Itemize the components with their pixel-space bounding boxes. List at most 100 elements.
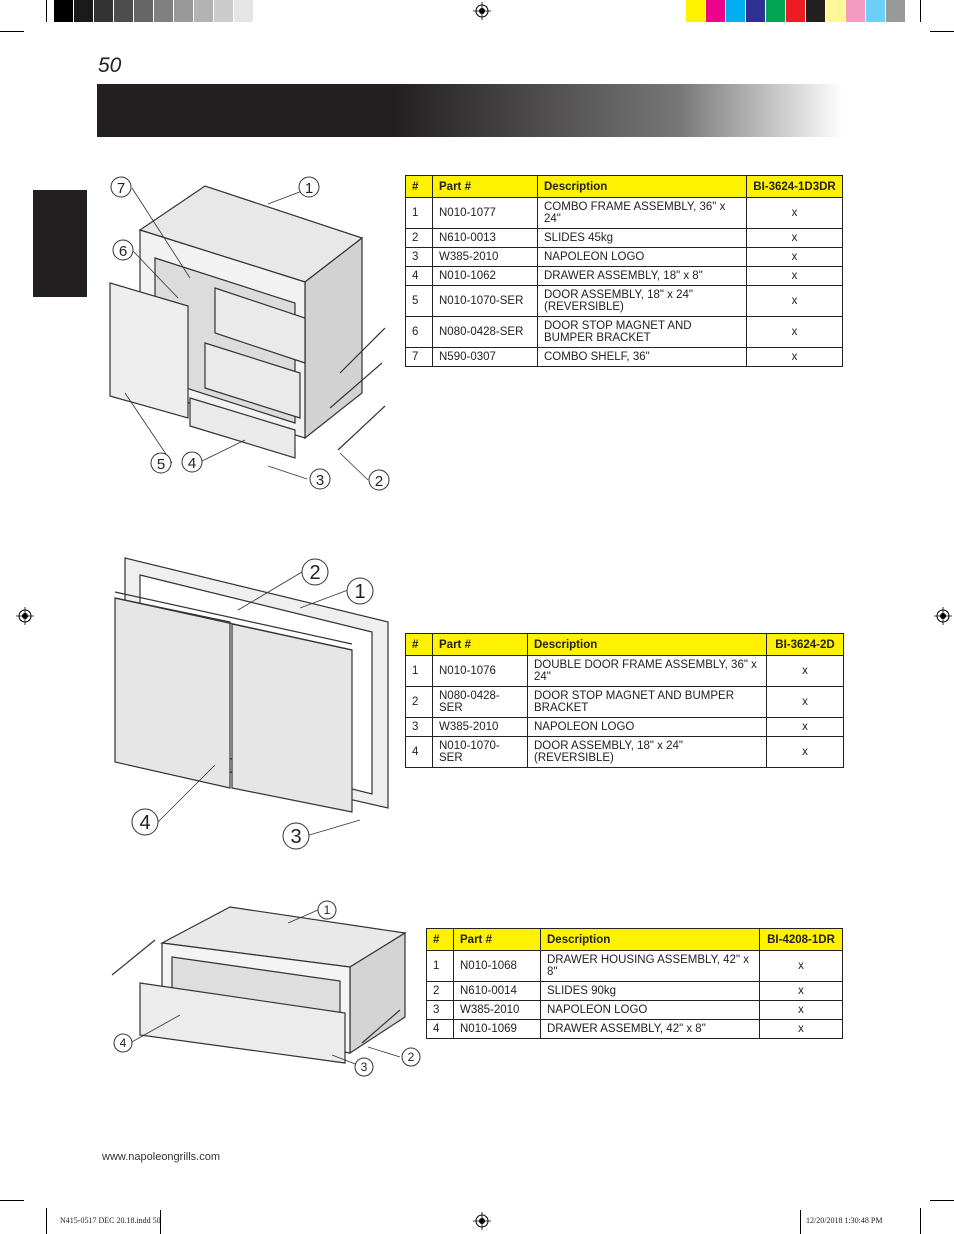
cell-num: 1	[405, 655, 433, 687]
cell-description: SLIDES 90kg	[540, 981, 760, 1001]
color-swatch	[766, 0, 786, 22]
col-header-model: BI-3624-1D3DR	[746, 175, 843, 198]
cell-num: 4	[405, 266, 433, 286]
color-swatch	[846, 0, 866, 22]
color-swatch	[746, 0, 766, 22]
col-header-num: #	[405, 633, 433, 656]
cell-part-number: W385-2010	[432, 717, 528, 737]
color-swatch	[94, 0, 114, 22]
col-header-part: Part #	[432, 633, 528, 656]
print-slug-filename: N415-0517 DEC 20.18.indd 50	[60, 1216, 161, 1225]
cell-num: 2	[405, 228, 433, 248]
cell-part-number: N080-0428-SER	[432, 316, 538, 348]
cell-included: x	[746, 247, 843, 267]
cell-description: SLIDES 45kg	[537, 228, 747, 248]
cell-description: DOOR ASSEMBLY, 18" x 24" (REVERSIBLE)	[537, 285, 747, 317]
color-swatch	[826, 0, 846, 22]
language-side-tab	[33, 190, 87, 297]
crop-mark	[160, 1210, 161, 1234]
cell-description: DOOR ASSEMBLY, 18" x 24" (REVERSIBLE)	[527, 736, 767, 768]
table-header-row: # Part # Description BI-3624-1D3DR	[405, 175, 843, 198]
cell-description: NAPOLEON LOGO	[537, 247, 747, 267]
cell-num: 2	[405, 686, 433, 718]
process-color-bar	[686, 0, 906, 22]
cell-part-number: N080-0428-SER	[432, 686, 528, 718]
combo-cabinet-exploded-diagram: 1 2 3 4 5 6 7	[109, 176, 390, 491]
registration-mark-icon	[16, 607, 34, 625]
footer-website-link[interactable]: www.napoleongrills.com	[102, 1151, 220, 1163]
cell-part-number: N010-1076	[432, 655, 528, 687]
cell-description: NAPOLEON LOGO	[527, 717, 767, 737]
color-swatch	[214, 0, 234, 22]
cell-part-number: W385-2010	[453, 1000, 541, 1020]
crop-mark	[930, 31, 954, 32]
col-header-part: Part #	[453, 928, 541, 951]
callout-label: 5	[157, 456, 165, 473]
col-header-num: #	[405, 175, 433, 198]
cell-description: DOUBLE DOOR FRAME ASSEMBLY, 36" x 24"	[527, 655, 767, 687]
crop-mark	[920, 1208, 921, 1234]
cell-num: 4	[405, 736, 433, 768]
color-swatch	[726, 0, 746, 22]
cell-included: x	[766, 686, 844, 718]
cell-included: x	[759, 1000, 843, 1020]
callout-label: 2	[375, 473, 383, 490]
callout-label: 6	[119, 243, 127, 260]
cell-part-number: N010-1070-SER	[432, 736, 528, 768]
color-swatch	[706, 0, 726, 22]
color-swatch	[154, 0, 174, 22]
cell-included: x	[759, 1019, 843, 1039]
cell-description: DRAWER HOUSING ASSEMBLY, 42" x 8"	[540, 950, 760, 982]
cell-included: x	[766, 655, 844, 687]
col-header-description: Description	[537, 175, 747, 198]
cell-num: 1	[426, 950, 454, 982]
color-swatch	[686, 0, 706, 22]
callout-label: 3	[290, 826, 301, 848]
col-header-model: BI-3624-2D	[766, 633, 844, 656]
crop-mark	[800, 1210, 801, 1234]
color-swatch	[866, 0, 886, 22]
cell-description: COMBO FRAME ASSEMBLY, 36" x 24"	[537, 197, 747, 229]
cell-num: 1	[405, 197, 433, 229]
cell-included: x	[746, 266, 843, 286]
callout-label: 4	[120, 1036, 127, 1050]
color-swatch	[886, 0, 906, 22]
cell-part-number: N010-1062	[432, 266, 538, 286]
print-slug-timestamp: 12/20/2018 1:30:48 PM	[806, 1216, 883, 1225]
crop-mark	[0, 1200, 24, 1201]
callout-label: 1	[354, 581, 365, 603]
cell-description: DRAWER ASSEMBLY, 42" x 8"	[540, 1019, 760, 1039]
callout-label: 7	[117, 180, 125, 197]
cell-included: x	[746, 228, 843, 248]
callout-label: 3	[361, 1060, 368, 1074]
cell-included: x	[759, 981, 843, 1001]
registration-mark-icon	[473, 1212, 491, 1230]
callout-label: 4	[188, 455, 196, 472]
cell-included: x	[766, 717, 844, 737]
cell-num: 3	[405, 717, 433, 737]
cell-part-number: N010-1077	[432, 197, 538, 229]
section-banner	[97, 84, 843, 137]
color-swatch	[786, 0, 806, 22]
col-header-description: Description	[527, 633, 767, 656]
cell-part-number: W385-2010	[432, 247, 538, 267]
cell-part-number: N010-1068	[453, 950, 541, 982]
col-header-num: #	[426, 928, 454, 951]
cell-included: x	[746, 347, 843, 367]
cell-num: 5	[405, 285, 433, 317]
crop-mark	[46, 1208, 47, 1234]
callout-label: 4	[139, 812, 150, 834]
cell-included: x	[746, 285, 843, 317]
color-swatch	[54, 0, 74, 22]
double-door-exploded-diagram: 1 2 3 4	[114, 557, 389, 850]
